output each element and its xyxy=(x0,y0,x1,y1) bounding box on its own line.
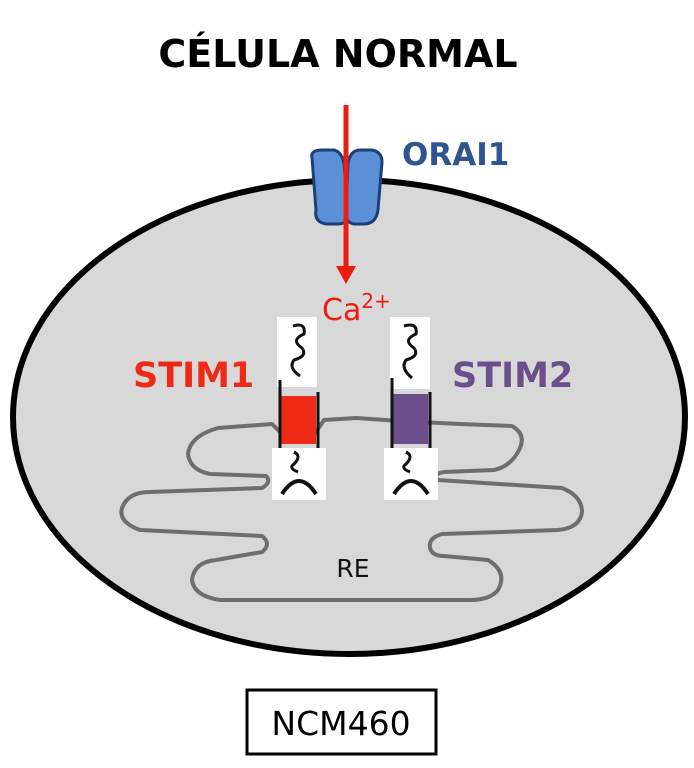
stim2-label: STIM2 xyxy=(452,356,573,396)
calcium-ion-label: Ca2+ xyxy=(322,289,391,328)
cell-line-box xyxy=(245,688,438,756)
ion-base: Ca xyxy=(322,293,361,328)
orai1-channel xyxy=(310,148,384,226)
stim2-protein xyxy=(384,317,438,500)
stim1-label: STIM1 xyxy=(133,356,254,396)
endoplasmic-reticulum xyxy=(119,416,584,602)
orai1-label: ORAI1 xyxy=(402,137,509,173)
er-label: RE xyxy=(336,554,369,583)
calcium-influx-arrow xyxy=(336,105,356,284)
stim1-protein xyxy=(272,317,326,500)
diagram-title: CÉLULA NORMAL xyxy=(158,32,517,76)
cell-line-label: NCM460 xyxy=(271,704,410,743)
ion-charge: 2+ xyxy=(361,289,390,313)
